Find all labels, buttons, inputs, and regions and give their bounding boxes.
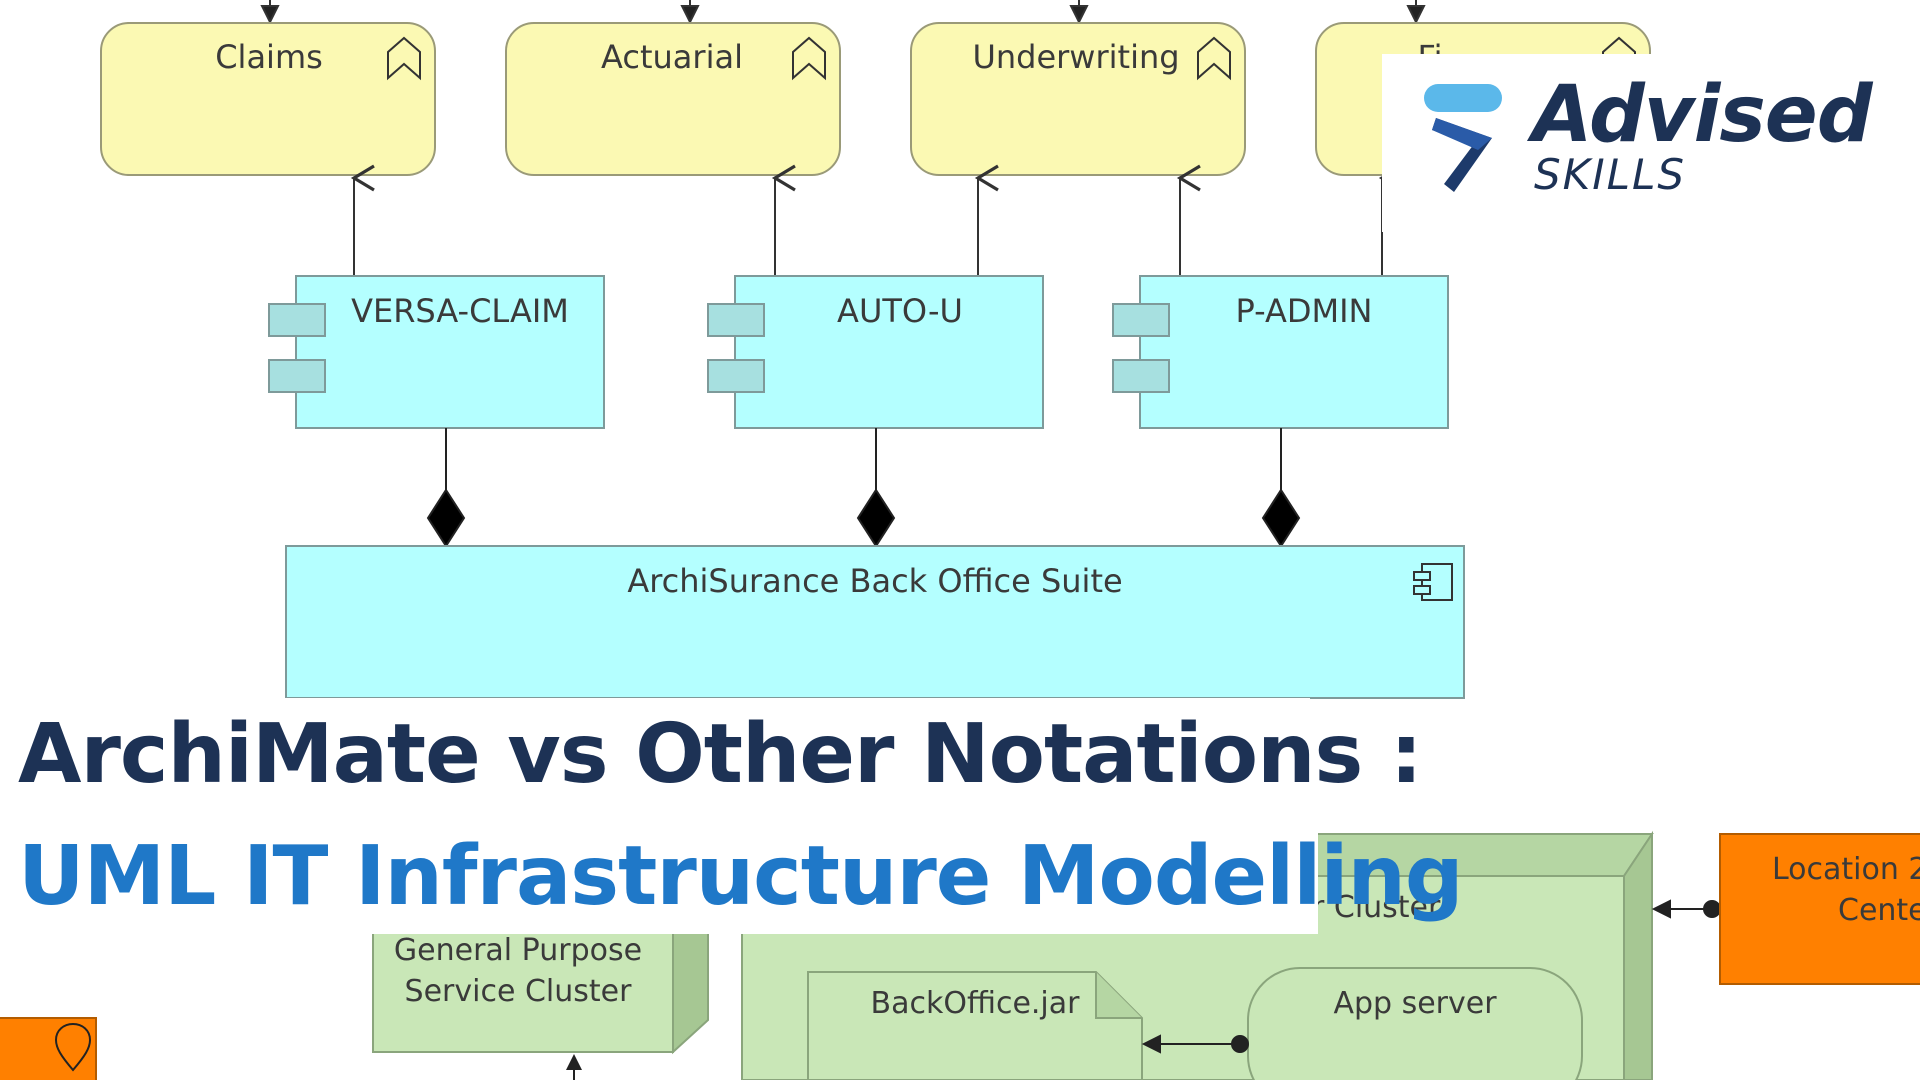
business-function-claims[interactable]: Claims — [100, 22, 436, 176]
advised-skills-logo-icon — [1424, 84, 1502, 192]
component-tab-icon — [707, 359, 765, 393]
component-label: AUTO-U — [837, 292, 963, 330]
location-pin-icon — [54, 1022, 92, 1072]
gp-cluster-arrow — [566, 1054, 582, 1080]
business-function-actuarial[interactable]: Actuarial — [505, 22, 841, 176]
cluster-label: r Cluster — [1312, 890, 1441, 925]
function-chevron-icon — [387, 36, 421, 81]
app-component-auto-u[interactable]: AUTO-U — [707, 275, 1044, 429]
component-label: VERSA-CLAIM — [351, 292, 569, 330]
component-icon — [1413, 563, 1453, 601]
function-chevron-icon — [792, 36, 826, 81]
location-2-center[interactable]: Location 2 Cente — [1719, 833, 1920, 985]
brand-subtitle: SKILLS — [1534, 150, 1687, 199]
suite-label: ArchiSurance Back Office Suite — [627, 562, 1122, 600]
business-function-underwriting[interactable]: Underwriting — [910, 22, 1246, 176]
function-label: Claims — [215, 38, 323, 76]
tech-node-general-purpose-cluster[interactable]: General Purpose Service Cluster — [372, 877, 709, 1055]
app-suite[interactable]: ArchiSurance Back Office Suite — [285, 545, 1465, 699]
assignment-connectors — [1141, 899, 1721, 1054]
component-tab-icon — [1112, 303, 1170, 337]
component-tab-icon — [707, 303, 765, 337]
app-server-label: App server — [1333, 986, 1497, 1021]
component-tab-icon — [268, 359, 326, 393]
gp-cluster-label-2: Service Cluster — [405, 974, 633, 1009]
app-component-p-admin[interactable]: P-ADMIN — [1112, 275, 1449, 429]
component-tab-icon — [1112, 359, 1170, 393]
gp-cluster-label-1: General Purpose — [394, 933, 642, 968]
location-label-1: Location 2 — [1772, 852, 1920, 887]
app-component-versa-claim[interactable]: VERSA-CLAIM — [268, 275, 605, 429]
brand-name: Advised — [1532, 70, 1873, 160]
function-label: Actuarial — [601, 38, 743, 76]
function-chevron-icon — [1197, 36, 1231, 81]
component-tab-icon — [268, 303, 326, 337]
composition-connectors — [426, 428, 1301, 548]
page-title: ArchiMate vs Other Notations : — [18, 707, 1423, 802]
artifact-backoffice-jar[interactable]: BackOffice.jar — [807, 971, 1143, 1080]
top-connectors — [260, 0, 1426, 25]
function-label: Underwriting — [972, 38, 1179, 76]
location-small[interactable] — [0, 1017, 97, 1080]
title-band — [0, 828, 1318, 934]
artifact-label: BackOffice.jar — [871, 986, 1081, 1021]
component-label: P-ADMIN — [1236, 292, 1373, 330]
brand-logo: Advised SKILLS — [1382, 54, 1892, 232]
title-band — [0, 698, 1310, 828]
system-software-app-server[interactable]: App server — [1247, 967, 1583, 1080]
serving-connectors — [350, 164, 1403, 276]
page-subtitle: UML IT Infrastructure Modelling — [18, 829, 1464, 924]
location-label-2: Cente — [1838, 893, 1920, 928]
